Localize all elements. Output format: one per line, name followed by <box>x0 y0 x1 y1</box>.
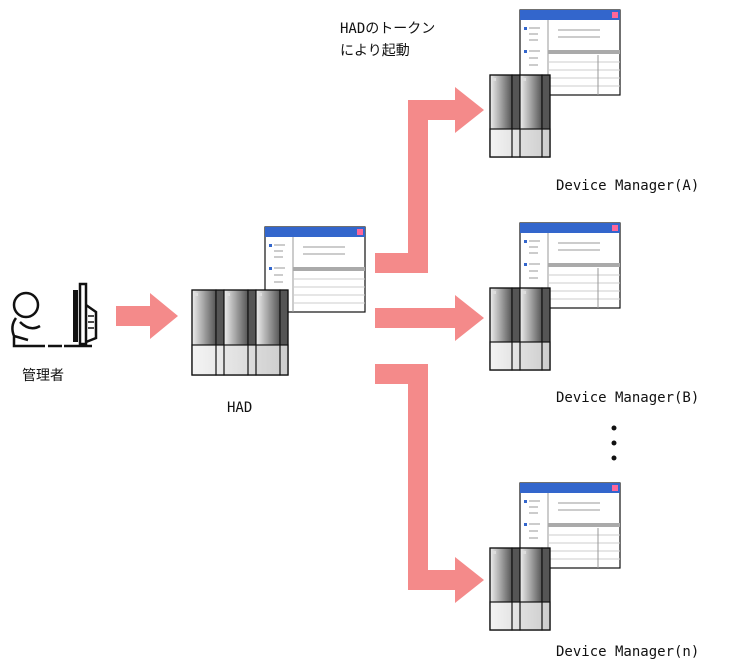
device-manager-a-icon <box>489 9 621 158</box>
device-manager-b-label: Device Manager(B) <box>556 390 699 406</box>
flow-arrows <box>116 87 484 603</box>
device-manager-n-icon <box>489 482 621 631</box>
device-manager-a-label: Device Manager(A) <box>556 178 699 194</box>
device-manager-n-label: Device Manager(n) <box>556 644 699 660</box>
had-label: HAD <box>227 400 252 416</box>
had-rack <box>191 289 289 376</box>
admin-icon <box>11 282 98 348</box>
token-note-line2: により起動 <box>340 43 410 59</box>
device-manager-b-icon <box>489 222 621 371</box>
arrow-had-to-b <box>375 295 484 341</box>
ellipsis-dots <box>611 425 617 461</box>
arrow-had-to-a <box>375 87 484 273</box>
had-server-icon <box>191 226 366 376</box>
arrow-admin-to-had <box>116 293 178 339</box>
arrow-had-to-n <box>375 364 484 603</box>
token-note-line1: HADのトークン <box>340 21 435 37</box>
admin-label: 管理者 <box>22 368 64 384</box>
